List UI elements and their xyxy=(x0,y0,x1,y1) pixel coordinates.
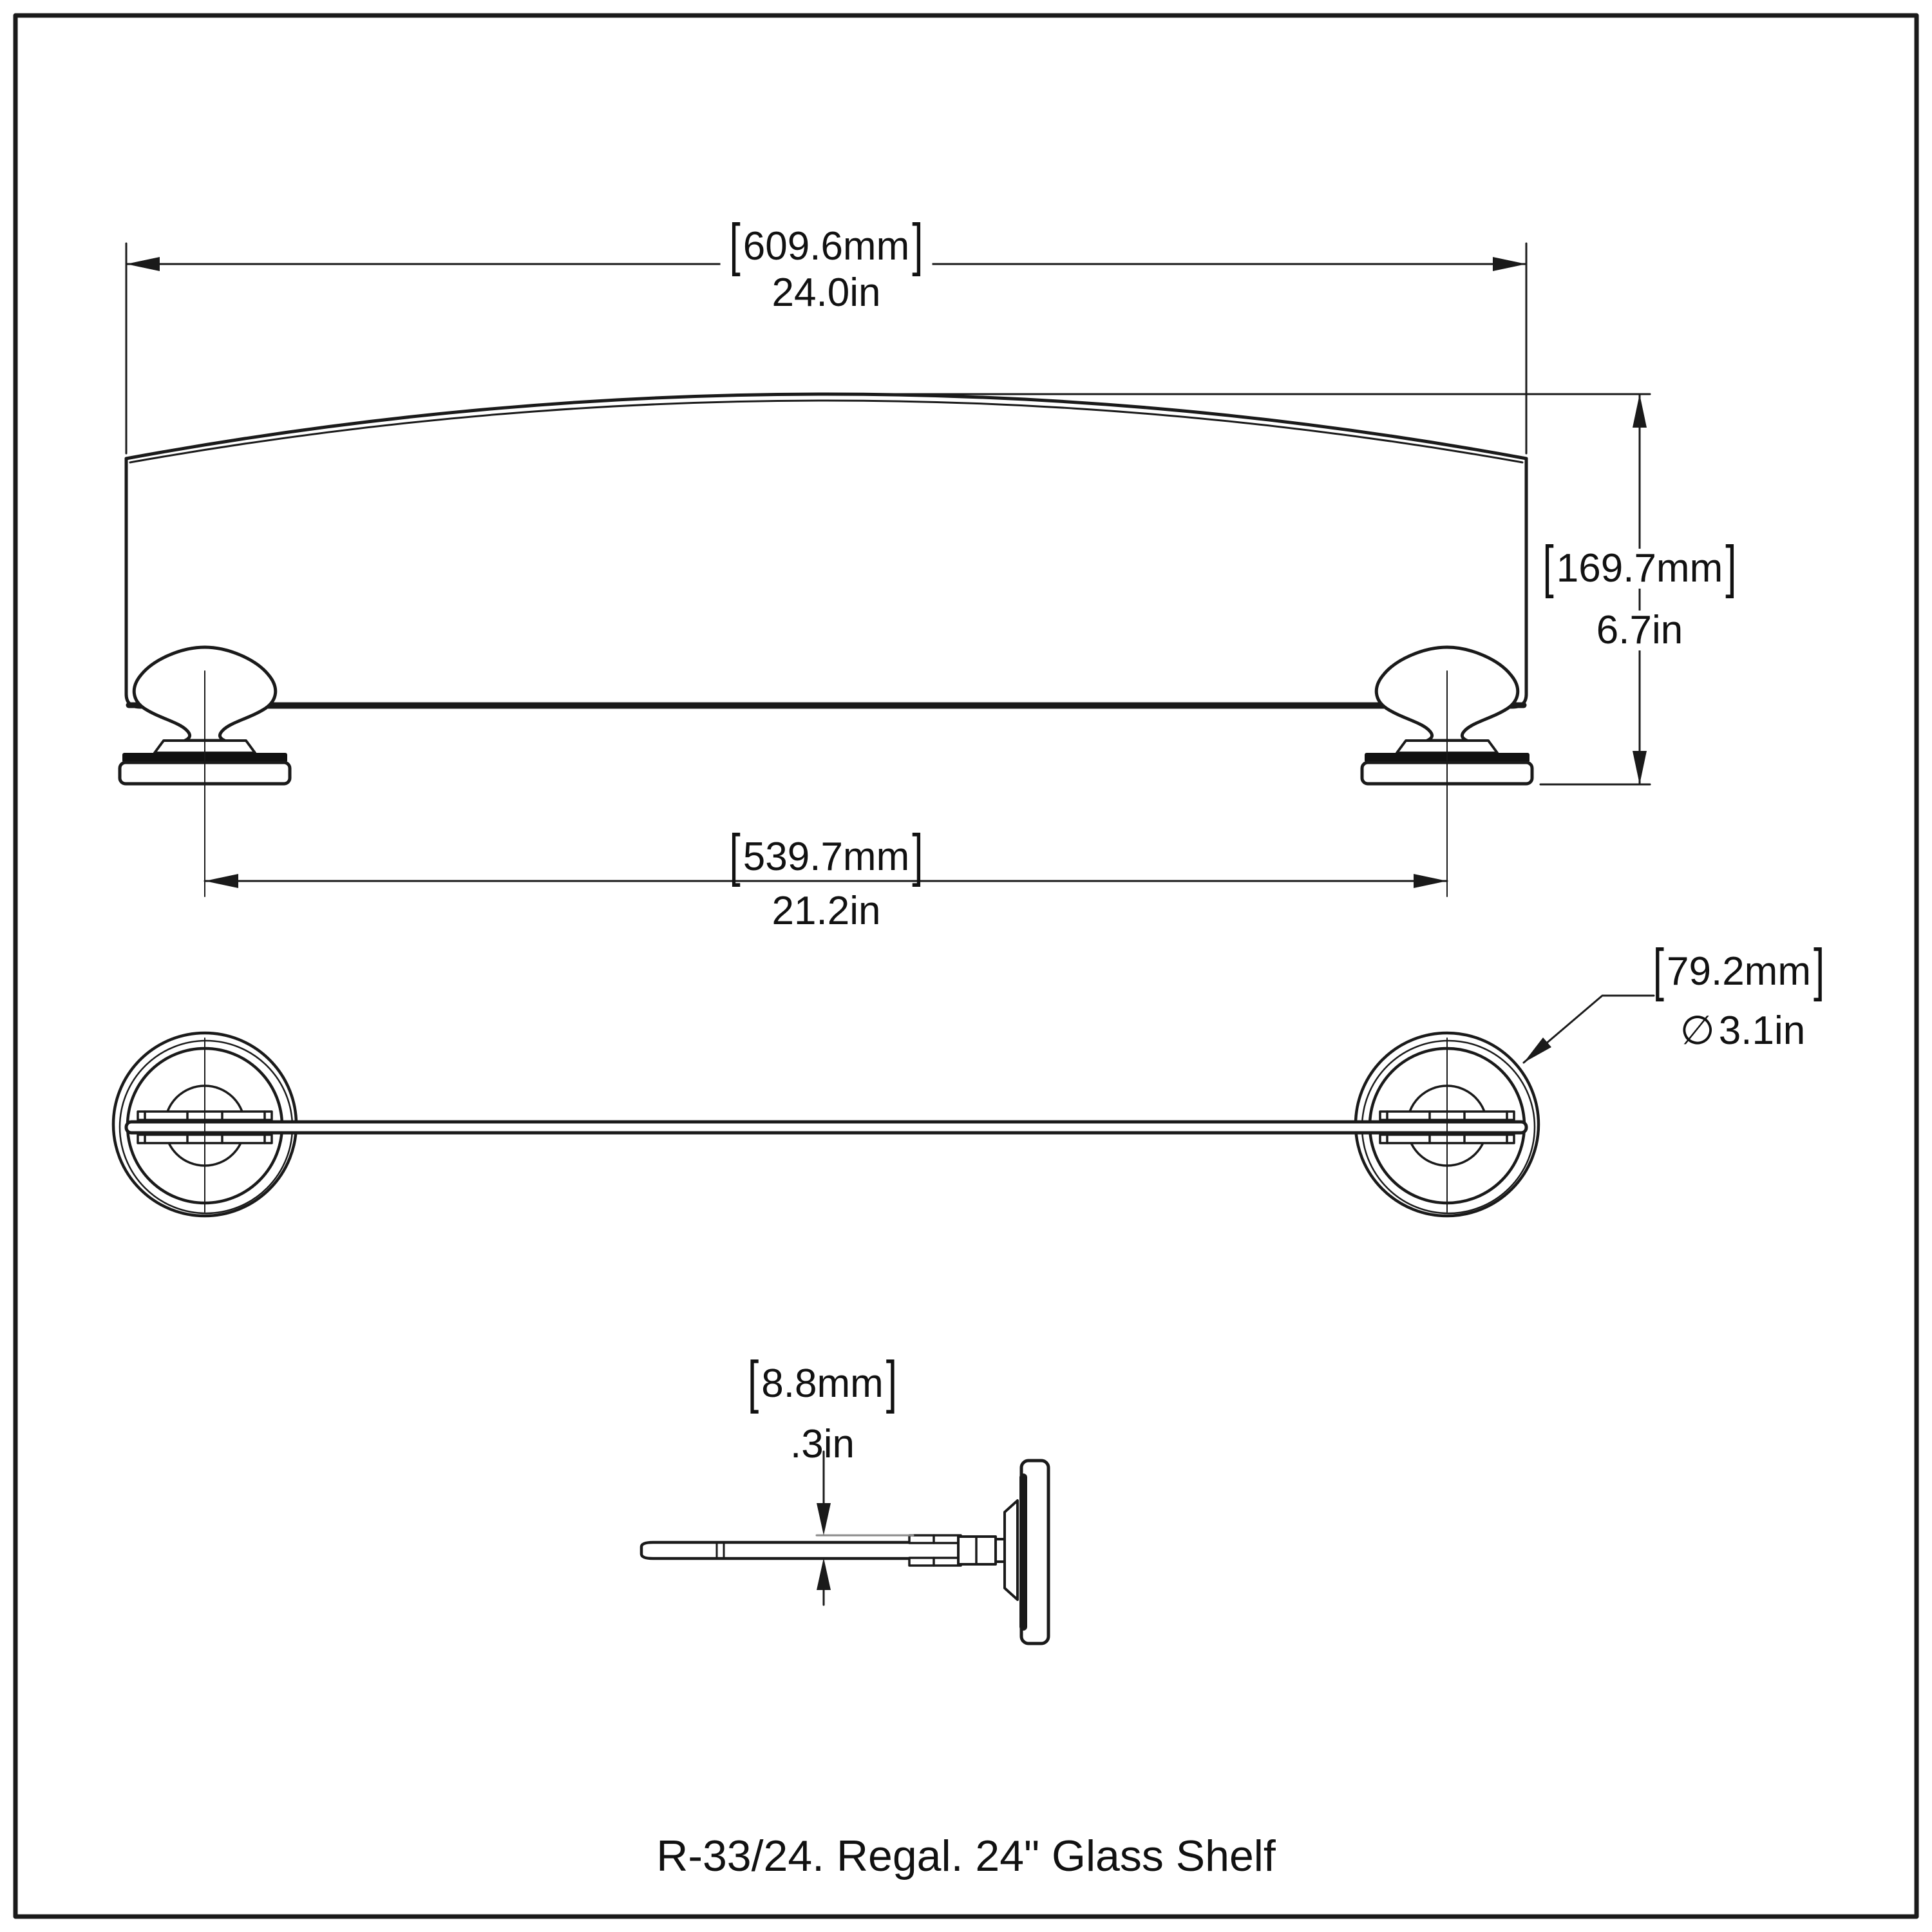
overall-width-in: 24.0in xyxy=(765,273,887,313)
sheet-border xyxy=(13,13,1919,1919)
right-clamp-top xyxy=(1379,1037,1515,1213)
glass-top-edge-inner xyxy=(129,399,1524,464)
clamp-neck xyxy=(994,1538,1006,1563)
wall-flange-side xyxy=(1003,1459,1050,1645)
glass-slab-side xyxy=(639,1540,969,1560)
front-view xyxy=(118,242,1651,897)
side-view xyxy=(639,1450,1050,1645)
right-mount-front xyxy=(1360,645,1534,897)
arrowhead-left xyxy=(205,874,238,888)
mount-spacing-in: 21.2in xyxy=(765,891,887,931)
arrowhead-up xyxy=(817,1558,831,1590)
arrowhead-right xyxy=(1414,874,1447,888)
glass-edge-top-view xyxy=(124,1120,1528,1135)
clamp-lip-top xyxy=(908,1534,962,1544)
flange-diameter-in: ∅3.1in xyxy=(1680,1009,1806,1053)
glass-shelf-front-outline xyxy=(124,457,1528,709)
flange-diameter-mm: [79.2mm] xyxy=(1653,938,1825,1003)
leader-line xyxy=(1522,994,1655,1064)
mount-spacing-mm: [539.7mm] xyxy=(720,827,933,885)
leader-arrowhead xyxy=(1524,1037,1551,1063)
arrowhead-down xyxy=(817,1503,831,1535)
left-mount-front xyxy=(118,645,292,897)
overall-height-mm: [169.7mm] xyxy=(1533,538,1746,596)
dimension-glass-thickness xyxy=(815,1450,914,1606)
clamp-side xyxy=(908,1534,1006,1567)
dimension-overall-height xyxy=(812,393,1651,786)
glass-thickness-in: .3in xyxy=(790,1422,855,1466)
overall-width-mm: [609.6mm] xyxy=(720,216,933,274)
arrowhead-up xyxy=(1633,394,1647,428)
diameter-symbol: ∅ xyxy=(1680,1009,1715,1053)
arrowhead-left xyxy=(126,257,160,271)
top-view xyxy=(111,994,1655,1218)
clamp-lip-bottom xyxy=(908,1557,962,1567)
arrowhead-down xyxy=(1633,751,1647,784)
arrowhead-right xyxy=(1493,257,1526,271)
drawing-caption: R-33/24. Regal. 24" Glass Shelf xyxy=(656,1832,1276,1880)
flange-dome-side xyxy=(1003,1499,1019,1601)
left-clamp-top xyxy=(137,1037,273,1213)
dimension-flange-diameter xyxy=(1522,994,1655,1064)
overall-height-in: 6.7in xyxy=(1589,611,1690,650)
glass-thickness-mm: [8.8mm] xyxy=(748,1350,897,1415)
dimension-mount-spacing xyxy=(204,874,1448,888)
glass-top-edge-outer xyxy=(124,392,1528,460)
